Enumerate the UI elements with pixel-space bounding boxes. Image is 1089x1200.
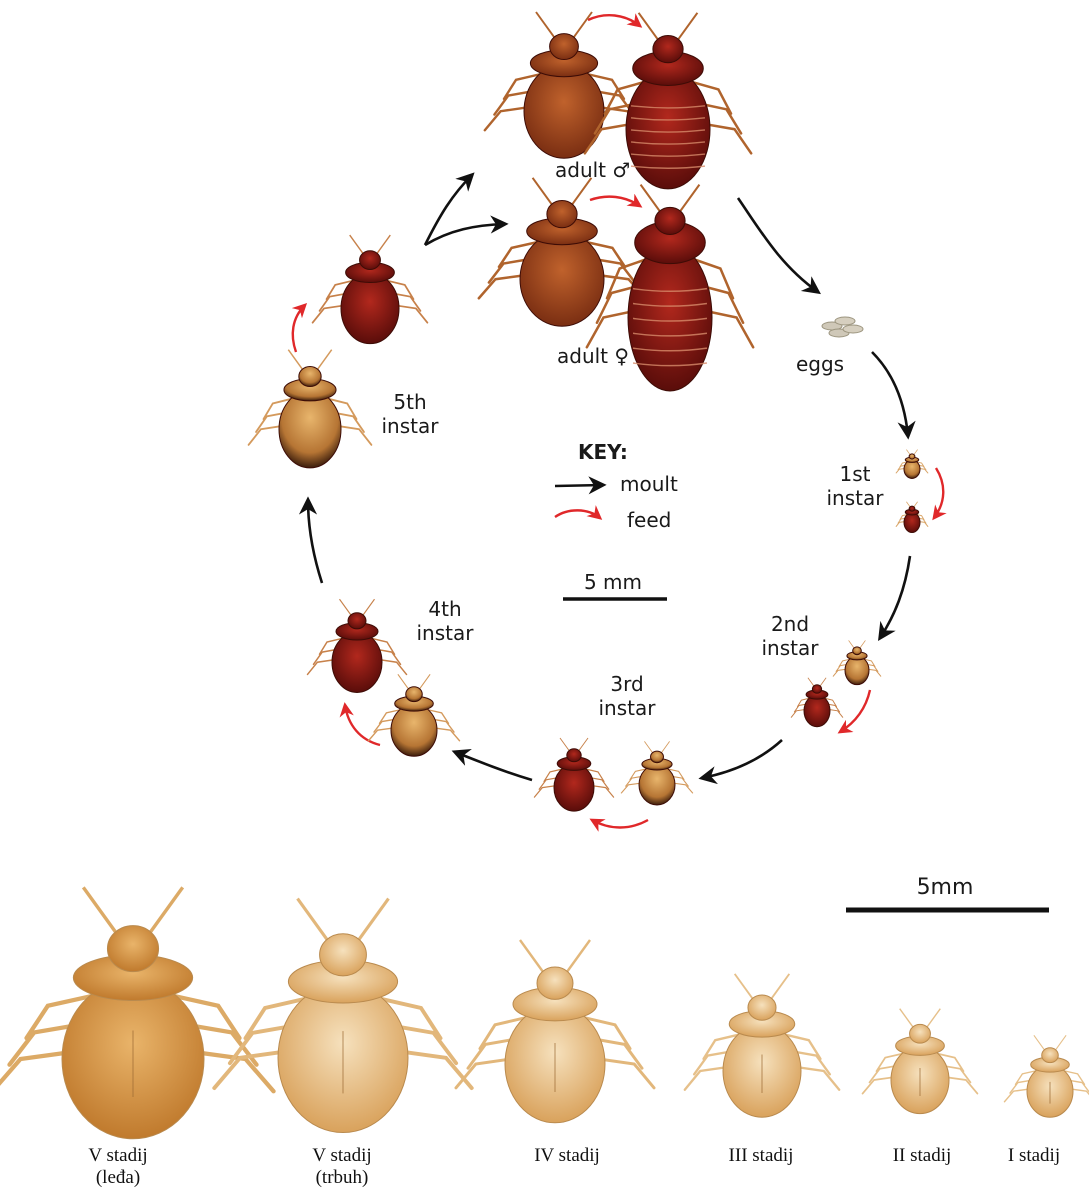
label-1st-instar-line2: instar <box>815 486 895 510</box>
bug-5th-instar-fed <box>313 235 428 344</box>
label-adult-male: adult ♂ <box>555 158 685 182</box>
moult-arrow-3rd-to-4th <box>455 752 532 780</box>
caption-v-stadij-ventral: V stadij (trbuh) <box>272 1145 412 1189</box>
label-4th-instar-line1: 4th <box>405 597 485 621</box>
bug-3rd-instar-unfed <box>621 741 692 805</box>
bug-5th-instar-unfed <box>249 350 372 468</box>
label-4th-instar-line2: instar <box>405 621 485 645</box>
label-2nd-instar-line2: instar <box>750 636 830 660</box>
caption-v-stadij-dorsal-line2: (leđa) <box>48 1167 188 1189</box>
caption-v-stadij-ventral-line1: V stadij <box>272 1145 412 1167</box>
caption-i-stadij: I stadij <box>979 1145 1089 1167</box>
label-5th-instar: 5th instar <box>370 390 450 438</box>
feed-arrow-2nd <box>840 690 870 732</box>
caption-v-stadij-ventral-line2: (trbuh) <box>272 1167 412 1189</box>
bug-4th-instar-unfed <box>368 674 459 756</box>
bug-1st-instar-fed <box>896 502 928 533</box>
eggs-cluster <box>822 317 863 337</box>
label-2nd-instar-line1: 2nd <box>750 612 830 636</box>
caption-v-stadij-dorsal-line1: V stadij <box>48 1145 188 1167</box>
bug-2nd-instar-fed <box>791 678 842 727</box>
key-feed-label: feed <box>627 508 707 532</box>
label-1st-instar: 1st instar <box>815 462 895 510</box>
bug-adult-male-unfed <box>485 12 643 158</box>
key-moult-arrow <box>555 485 603 486</box>
moult-arrow-eggs-to-1st <box>872 352 908 436</box>
bug-3rd-instar-fed <box>534 738 613 811</box>
moult-arrow-5th-to-female <box>425 224 505 245</box>
feed-arrow-4th <box>345 705 380 745</box>
key-title: KEY: <box>578 440 658 464</box>
label-5th-instar-line2: instar <box>370 414 450 438</box>
feed-arrow-female <box>590 197 640 206</box>
feed-arrow-3rd <box>592 820 648 828</box>
bug-2nd-instar-unfed <box>833 640 881 684</box>
label-3rd-instar: 3rd instar <box>587 672 667 720</box>
moult-arrow-1st-to-2nd <box>880 556 910 638</box>
label-1st-instar-line1: 1st <box>815 462 895 486</box>
exuviae-scale-label: 5mm <box>890 876 1000 900</box>
feed-arrow-male <box>588 15 640 26</box>
exuvia-iii-stadij <box>685 974 839 1117</box>
moult-arrow-2nd-to-3rd <box>702 740 782 778</box>
moult-arrow-4th-to-5th <box>308 500 322 583</box>
exuvia-iv-stadij <box>456 940 654 1123</box>
label-3rd-instar-line1: 3rd <box>587 672 667 696</box>
key-moult-label: moult <box>620 472 710 496</box>
caption-v-stadij-dorsal: V stadij (leđa) <box>48 1145 188 1189</box>
label-eggs: eggs <box>780 352 860 376</box>
key-feed-arrow <box>555 510 600 518</box>
moult-arrow-adult-to-eggs <box>738 198 818 292</box>
bug-1st-instar-unfed <box>896 450 928 479</box>
exuvia-ii-stadij <box>863 1009 978 1114</box>
caption-ii-stadij: II stadij <box>852 1145 992 1167</box>
label-adult-female: adult ♀ <box>557 344 687 368</box>
feed-arrow-1st <box>934 468 943 518</box>
label-3rd-instar-line2: instar <box>587 696 667 720</box>
key-scale-label: 5 mm <box>568 570 658 594</box>
label-4th-instar: 4th instar <box>405 597 485 645</box>
bug-specimens <box>0 12 1089 1139</box>
exuvia-v-stadij-dorsal <box>0 887 274 1138</box>
label-5th-instar-line1: 5th <box>370 390 450 414</box>
feed-arrow-5th <box>293 305 305 352</box>
caption-iv-stadij: IV stadij <box>497 1145 637 1167</box>
exuvia-v-stadij-ventral <box>214 899 471 1133</box>
exuvia-i-stadij <box>1004 1035 1089 1117</box>
bug-4th-instar-fed <box>308 599 407 692</box>
bug-adult-female-unfed <box>479 178 645 326</box>
label-2nd-instar: 2nd instar <box>750 612 830 660</box>
caption-iii-stadij: III stadij <box>691 1145 831 1167</box>
